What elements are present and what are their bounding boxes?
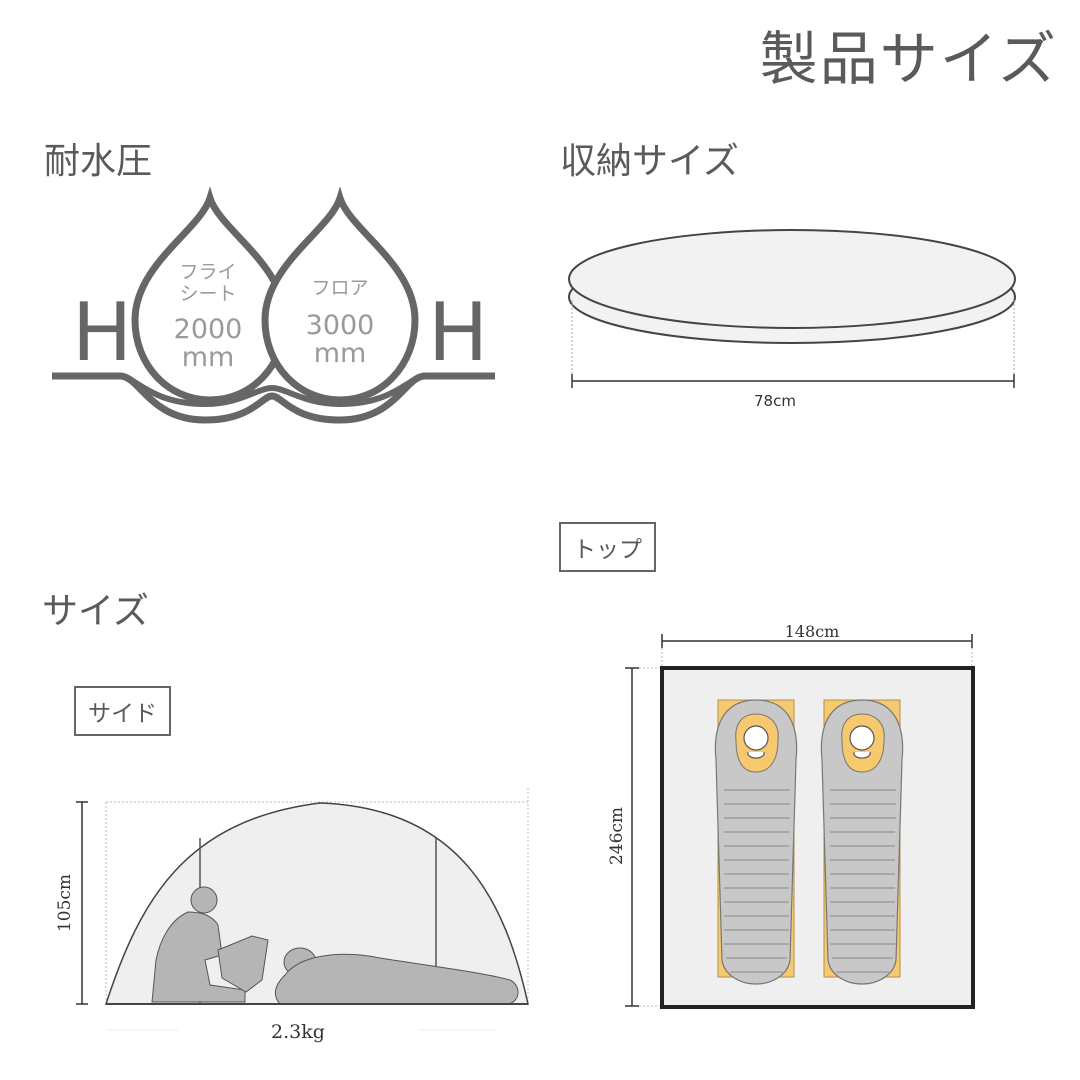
tent-width-label: 148cm xyxy=(785,622,840,641)
side-view-label: サイド xyxy=(74,686,171,736)
fly-pressure-unit: mm xyxy=(182,342,235,373)
h-letter-left: H xyxy=(72,286,132,379)
tent-weight-label: 2.3kg xyxy=(271,1021,325,1043)
fly-label-line2: シート xyxy=(179,283,236,305)
lying-person-icon xyxy=(274,947,519,1005)
fly-pressure-value: 2000 xyxy=(174,314,243,345)
top-view-label: トップ xyxy=(559,522,656,572)
fly-label-line1: フライ xyxy=(179,261,236,283)
storage-size-title: 収納サイズ xyxy=(560,141,739,182)
water-pressure-title: 耐水圧 xyxy=(44,141,153,182)
h-letter-right: H xyxy=(428,286,488,379)
water-surface-outer xyxy=(52,372,495,424)
tent-floor-outline xyxy=(660,666,975,1009)
tent-length-label: 246cm xyxy=(607,807,627,865)
floor-label: フロア xyxy=(311,277,368,299)
droplet-floor-icon xyxy=(261,186,419,404)
sleeping-bag-right-icon xyxy=(820,699,904,985)
seated-person-icon xyxy=(151,886,269,1003)
sleeping-bag-left-icon xyxy=(714,699,798,985)
floor-pressure-unit: mm xyxy=(314,338,367,369)
size-title: サイズ xyxy=(42,591,149,632)
tent-height-label: 105cm xyxy=(55,874,75,932)
storage-length-label: 78cm xyxy=(754,392,796,410)
droplet-fly-icon xyxy=(131,186,289,404)
page-title: 製品サイズ xyxy=(759,25,1058,93)
storage-bag-top xyxy=(568,229,1016,329)
floor-pressure-value: 3000 xyxy=(306,310,375,341)
